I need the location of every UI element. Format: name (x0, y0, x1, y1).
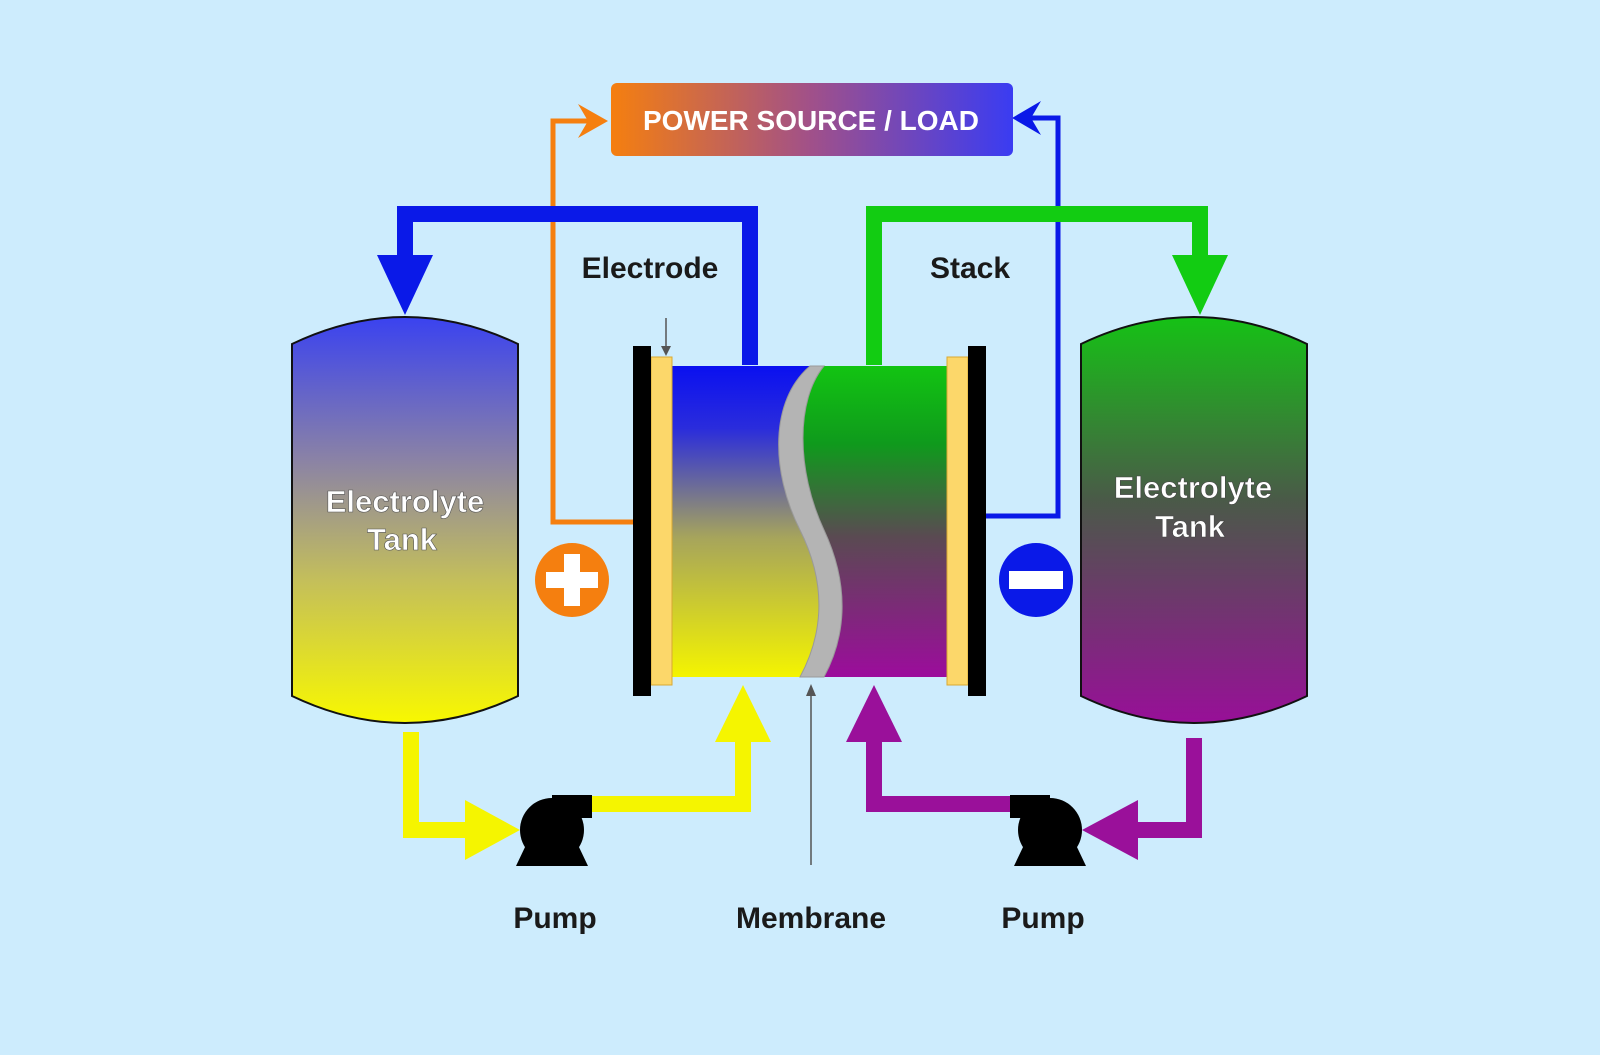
negative-wire-arrowhead (1012, 101, 1041, 135)
negative-electrode (946, 356, 969, 686)
positive-wire-arrowhead (578, 104, 608, 138)
left-end-plate (633, 346, 651, 696)
purple-pipe-arrowhead-to-pump (1082, 800, 1138, 860)
minus-icon (999, 543, 1073, 617)
yellow-feed-pipe-out (585, 742, 751, 812)
right-pump-label: Pump (1001, 902, 1084, 935)
purple-feed-pipe-out (866, 742, 1015, 812)
positive-half-cell (664, 366, 819, 677)
power-source-label: POWER SOURCE / LOAD (643, 105, 979, 136)
purple-pipe-arrowhead-to-stack (846, 685, 902, 742)
purple-feed-pipe-in (1118, 738, 1202, 838)
green-return-pipe (866, 206, 1208, 365)
right-tank-label-line1: Electrolyte (1114, 470, 1273, 505)
blue-return-pipe (397, 206, 758, 365)
right-electrolyte-tank: Electrolyte Tank (1080, 316, 1308, 724)
right-pump-icon (1010, 795, 1086, 866)
positive-electrode (650, 356, 673, 686)
membrane-pointer-arrow (806, 684, 816, 696)
power-source-box (611, 83, 1013, 156)
right-end-plate (968, 346, 986, 696)
yellow-pipe-arrowhead-to-pump (465, 800, 520, 860)
electrode-label: Electrode (582, 252, 719, 285)
stack-cell (633, 346, 986, 696)
plus-icon (535, 543, 609, 617)
left-pump-icon (516, 795, 592, 866)
green-pipe-arrowhead (1172, 255, 1228, 315)
left-electrolyte-tank: Electrolyte Tank (291, 316, 519, 724)
membrane (778, 365, 843, 678)
blue-pipe-arrowhead (377, 255, 433, 315)
positive-circuit-wire (550, 118, 648, 525)
yellow-pipe-arrowhead-to-stack (715, 685, 771, 742)
left-tank-label-line2: Tank (367, 522, 438, 557)
yellow-feed-pipe-in (403, 732, 482, 838)
membrane-label: Membrane (736, 902, 886, 935)
negative-circuit-wire (955, 115, 1061, 519)
left-tank-label-line1: Electrolyte (326, 484, 485, 519)
electrode-pointer-arrow (661, 346, 671, 356)
stack-label: Stack (930, 252, 1010, 285)
left-pump-label: Pump (513, 902, 596, 935)
negative-half-cell (803, 366, 956, 677)
right-tank-label-line2: Tank (1155, 509, 1226, 544)
